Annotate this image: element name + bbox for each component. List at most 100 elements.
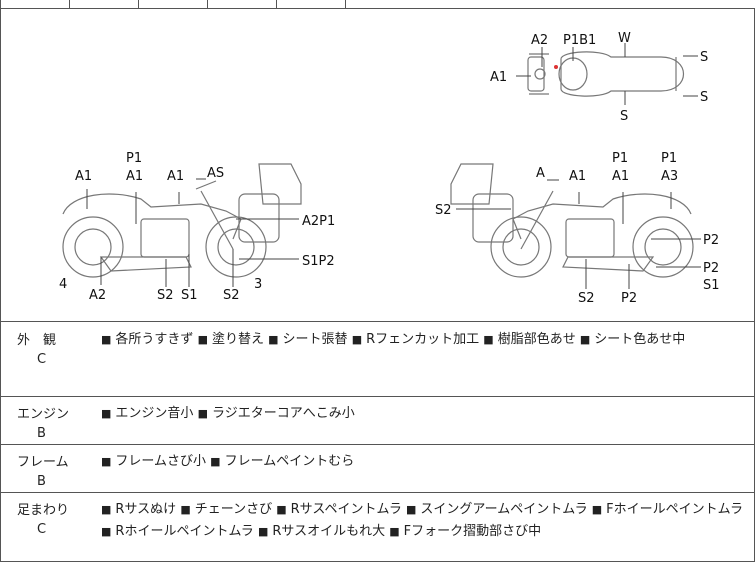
category-grade: B [37,474,46,489]
condition-item: フレームペイントむら [224,454,355,469]
condition-item: Fホイールペイントムラ [606,502,743,517]
strip-divider [138,0,139,8]
condition-item: Rサスぬけ [115,502,177,517]
right-label-P1-1: P1 [612,151,628,166]
condition-category: 外 観 C [17,329,97,367]
bullet-square-icon: ■ [268,333,279,346]
condition-item: シート色あせ中 [594,332,686,347]
right-side-motorcycle [450,163,694,278]
bullet-square-icon: ■ [101,407,112,420]
left-label-A1-3: A1 [75,169,92,184]
condition-category: エンジン B [17,403,97,441]
left-label-A1-2: A1 [167,169,184,184]
top-table-strip [0,0,755,8]
right-label-S1: S1 [703,278,720,293]
bullet-square-icon: ■ [257,525,269,538]
condition-items: ■エンジン音小 ■ラジエターコアへこみ小 [101,403,751,425]
condition-item: スイングアームペイントムラ [420,502,588,517]
bullet-square-icon: ■ [197,407,208,420]
top-label-P1B1: P1B1 [563,33,596,48]
condition-line: ■フレームさび小 ■フレームペイントむら [101,451,751,473]
bullet-square-icon: ■ [101,503,112,516]
right-label-P1-2: P1 [661,151,677,166]
left-label-P1: P1 [126,151,142,166]
strip-divider [345,0,346,8]
right-label-P2-2: P2 [703,261,719,276]
bullet-square-icon: ■ [406,503,417,516]
bullet-square-icon: ■ [591,503,603,516]
left-label-A2: A2 [89,288,106,303]
condition-item: チェーンさび [194,502,273,517]
condition-item: 樹脂部色あせ [497,332,576,347]
damage-marker-dot [554,65,558,69]
top-view-motorcycle [527,51,685,97]
condition-line: ■Rサスぬけ ■チェーンさび ■Rサスペイントムラ ■スイングアームペイントムラ… [101,499,751,521]
right-label-S2-bottom: S2 [578,291,595,306]
condition-items: ■各所うすきず ■塗り替え ■シート張替 ■Rフェンカット加工 ■樹脂部色あせ … [101,329,751,351]
condition-line: ■Rホイールペイントムラ ■Rサスオイルもれ大 ■Fフォーク摺動部さび中 [101,521,751,543]
left-label-S1: S1 [181,288,198,303]
condition-item: Rホイールペイントムラ [115,524,254,539]
condition-item: ラジエターコアへこみ小 [211,406,355,421]
bullet-square-icon: ■ [351,333,363,346]
strip-divider [69,0,70,8]
right-label-P2-1: P2 [703,233,719,248]
left-label-4: 4 [59,277,67,292]
left-label-A1-1: A1 [126,169,143,184]
right-label-A3: A3 [661,169,678,184]
bullet-square-icon: ■ [197,333,208,346]
left-label-S2-1: S2 [157,288,174,303]
top-label-S-1: S [700,50,708,65]
condition-item: Rサスペイントムラ [290,502,402,517]
left-side-leaders [86,178,299,287]
top-label-A2: A2 [531,33,548,48]
category-grade: C [37,352,47,367]
bullet-square-icon: ■ [101,525,112,538]
strip-divider [207,0,208,8]
top-label-S-3: S [620,109,628,124]
strip-divider [276,0,277,8]
bullet-square-icon: ■ [483,333,494,346]
top-label-A1: A1 [490,70,507,85]
condition-item: 塗り替え [211,332,264,347]
left-label-S2-2: S2 [223,288,240,303]
damage-diagram: A2 P1B1 W A1 S S S P1 A1 A1 A1 AS A2P1 S… [0,8,755,322]
bullet-square-icon: ■ [579,333,591,346]
left-label-S1P2: S1P2 [302,254,335,269]
condition-category: 足まわり C [17,499,97,537]
condition-items: ■Rサスぬけ ■チェーンさび ■Rサスペイントムラ ■スイングアームペイントムラ… [101,499,751,543]
condition-item: Fフォーク摺動部さび中 [403,524,542,539]
right-side-leaders [456,179,701,289]
left-label-A2P1: A2P1 [302,214,335,229]
condition-item: Rサスオイルもれ大 [272,524,386,539]
bullet-square-icon: ■ [276,503,287,516]
left-label-AS: AS [207,166,224,181]
left-label-3: 3 [254,277,262,292]
bullet-square-icon: ■ [210,455,221,468]
condition-item: フレームさび小 [115,454,207,469]
condition-items: ■フレームさび小 ■フレームペイントむら [101,451,751,473]
right-label-A1-2: A1 [612,169,629,184]
category-name: 外 観 [17,333,57,348]
top-view-leaders [516,43,698,105]
right-label-A1-1: A1 [569,169,586,184]
bullet-square-icon: ■ [101,455,112,468]
category-name: エンジン [17,407,70,422]
condition-row: 外 観 C ■各所うすきず ■塗り替え ■シート張替 ■Rフェンカット加工 ■樹脂部… [0,322,755,397]
left-side-motorcycle [62,163,302,278]
category-grade: B [37,426,46,441]
diagram-svg: A2 P1B1 W A1 S S S P1 A1 A1 A1 AS A2P1 S… [59,31,720,306]
strip-divider [0,0,1,8]
condition-item: Rフェンカット加工 [366,332,480,347]
condition-line: ■各所うすきず ■塗り替え ■シート張替 ■Rフェンカット加工 ■樹脂部色あせ … [101,329,751,351]
right-label-A: A [536,166,545,181]
condition-item: エンジン音小 [115,406,194,421]
condition-item: 各所うすきず [115,332,194,347]
bullet-square-icon: ■ [101,333,112,346]
category-grade: C [37,522,47,537]
category-name: 足まわり [17,503,70,518]
